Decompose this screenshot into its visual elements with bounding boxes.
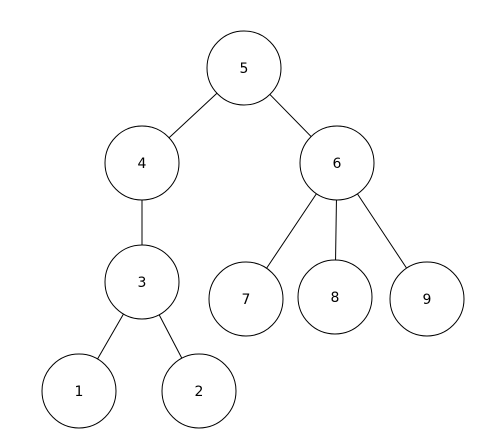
node-circle (206, 30, 282, 106)
node-circle (299, 125, 375, 201)
tree-node-3: 3 (104, 244, 180, 320)
tree-node-1: 1 (41, 353, 117, 429)
node-label: 5 (240, 61, 249, 77)
edge-6-9 (357, 193, 407, 269)
nodes-layer: 5 4 6 3 7 8 9 1 2 (41, 30, 465, 429)
node-circle (389, 261, 465, 337)
node-circle (208, 261, 284, 337)
node-circle (41, 353, 117, 429)
edge-3-2 (158, 314, 183, 359)
tree-node-6: 6 (299, 125, 375, 201)
node-label: 7 (242, 292, 251, 308)
node-label: 1 (75, 384, 84, 400)
tree-node-2: 2 (161, 353, 237, 429)
tree-node-7: 7 (208, 261, 284, 337)
node-label: 8 (331, 290, 340, 306)
edge-6-7 (266, 193, 317, 269)
node-circle (161, 353, 237, 429)
tree-node-9: 9 (389, 261, 465, 337)
node-label: 6 (333, 156, 342, 172)
node-label: 2 (195, 384, 204, 400)
node-label: 9 (423, 292, 432, 308)
edge-5-6 (269, 94, 312, 137)
node-label: 4 (138, 156, 147, 172)
tree-node-5: 5 (206, 30, 282, 106)
node-label: 3 (138, 275, 147, 291)
node-circle (104, 244, 180, 320)
tree-node-4: 4 (104, 125, 180, 201)
node-circle (104, 125, 180, 201)
edges-layer (97, 92, 407, 360)
tree-node-8: 8 (297, 259, 373, 335)
edge-3-1 (97, 313, 124, 360)
edge-5-4 (168, 92, 218, 139)
node-circle (297, 259, 373, 335)
edge-6-8 (335, 199, 337, 261)
